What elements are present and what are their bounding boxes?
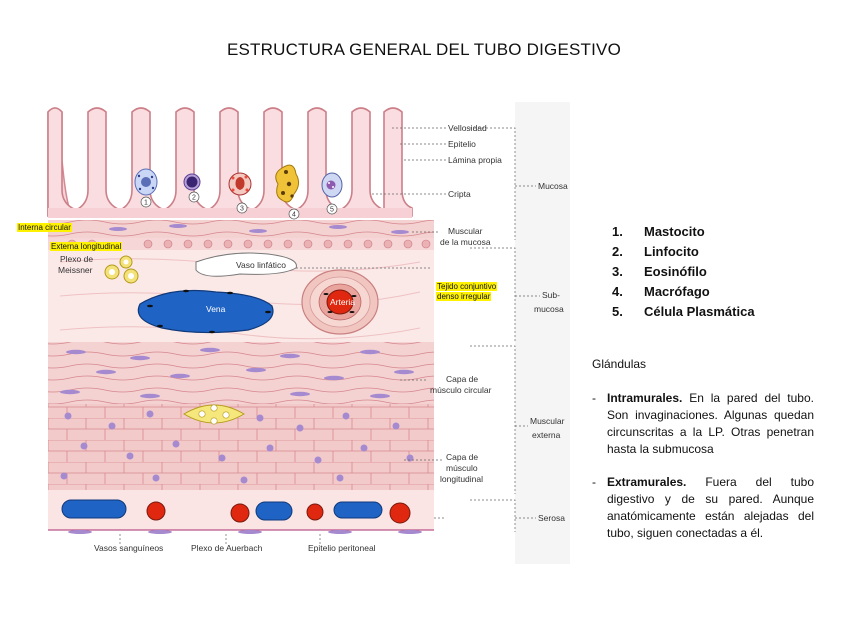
- label-serosa: Serosa: [538, 513, 565, 523]
- glands-heading: Glándulas: [592, 357, 647, 371]
- label-mucosa: Mucosa: [538, 181, 568, 191]
- list-text: Mastocito: [644, 224, 705, 239]
- macrofago-cell: [275, 164, 300, 203]
- label-muscular-mucosa: de la mucosa: [440, 237, 491, 247]
- list-item: 5. Célula Plasmática: [612, 302, 755, 322]
- gland-term: Intramurales.: [607, 391, 683, 405]
- page-title: ESTRUCTURA GENERAL DEL TUBO DIGESTIVO: [226, 40, 622, 59]
- list-number: 5.: [612, 304, 623, 319]
- linfocito-cell: [183, 173, 201, 191]
- diagram-side-band: [515, 102, 570, 564]
- list-text: Eosinófilo: [644, 264, 707, 279]
- eosinofilo-cell: [228, 172, 252, 196]
- mastocito-cell: [134, 168, 158, 196]
- cell-number: 2: [192, 195, 196, 202]
- circular-muscle-layer: [48, 342, 434, 404]
- label-capa-longitudinal: Capa de: [446, 452, 478, 462]
- label-plexo-meissner: Meissner: [58, 265, 93, 275]
- longitudinal-muscle-layer: [48, 404, 434, 490]
- list-text: Macrófago: [644, 284, 710, 299]
- label-submucosa: mucosa: [534, 304, 564, 314]
- label-plexo-auerbach: Plexo de Auerbach: [191, 543, 263, 553]
- label-capa-circular: músculo circular: [430, 385, 492, 395]
- gland-text: Intramurales. En la pared del tubo. Son …: [607, 390, 814, 458]
- label-muscular-externa: externa: [532, 430, 561, 440]
- highlight-externa-longitudinal: Externa longitudinal: [50, 242, 123, 251]
- list-number: 4.: [612, 284, 623, 299]
- plexo-auerbach: [183, 404, 245, 425]
- label-epitelio: Epitelio: [448, 139, 476, 149]
- vena: [137, 289, 274, 334]
- cell-number: 3: [240, 206, 244, 213]
- label-arteria: Arteria: [330, 297, 355, 307]
- label-submucosa: Sub-: [542, 290, 560, 300]
- gland-bullet: -: [592, 391, 596, 405]
- cell-number-markers: 1 2 3 4 5: [140, 191, 338, 220]
- label-muscular-mucosa: Muscular: [448, 226, 483, 236]
- list-item: 1. Mastocito: [612, 222, 755, 242]
- list-item: 2. Linfocito: [612, 242, 755, 262]
- serosa-layer: [48, 490, 434, 534]
- list-text: Célula Plasmática: [644, 304, 755, 319]
- cell-number: 4: [292, 212, 296, 219]
- list-text: Linfocito: [644, 244, 699, 259]
- arteria: [301, 269, 379, 335]
- gland-description: En la pared del tubo. Son invaginaciones…: [607, 391, 814, 456]
- list-number: 2.: [612, 244, 623, 259]
- cell-number: 5: [330, 207, 334, 214]
- gland-item-intramurales: - Intramurales. En la pared del tubo. So…: [592, 390, 814, 458]
- leader-lines: [119, 127, 540, 546]
- cell-number: 1: [144, 200, 148, 207]
- cell-list: 1. Mastocito 2. Linfocito 3. Eosinófilo 4. M…: [612, 222, 755, 322]
- label-vasos-sanguineos: Vasos sanguíneos: [94, 543, 163, 553]
- label-vellosidad: Vellosidad: [448, 123, 487, 133]
- label-vena: Vena: [206, 304, 226, 314]
- plexo-meissner: [104, 255, 139, 284]
- label-plexo-meissner: Plexo de: [60, 254, 93, 264]
- gland-item-extramurales: - Extramurales. Fuera del tubo digestivo…: [592, 474, 814, 542]
- label-vaso-linfatico: Vaso linfático: [236, 260, 286, 270]
- gland-term: Extramurales.: [607, 475, 687, 489]
- label-muscular-externa: Muscular: [530, 416, 565, 426]
- gland-text: Extramurales. Fuera del tubo digestivo y…: [607, 474, 814, 542]
- villi-layer: [47, 107, 413, 218]
- celula-plasmatica-cell: [321, 172, 343, 198]
- list-item: 3. Eosinófilo: [612, 262, 755, 282]
- list-number: 3.: [612, 264, 623, 279]
- gland-bullet: -: [592, 475, 596, 489]
- gland-description: Fuera del tubo digestivo y de su pared. …: [607, 475, 814, 540]
- highlight-tejido-conjuntivo: denso irregular: [436, 292, 492, 301]
- label-lamina-propia: Lámina propia: [448, 155, 502, 165]
- highlight-tejido-conjuntivo: Tejido conjuntivo: [436, 282, 498, 291]
- muscularis-mucosae: [48, 220, 434, 250]
- label-epitelio-peritoneal: Epitelio peritoneal: [308, 543, 376, 553]
- label-capa-longitudinal: longitudinal: [440, 474, 483, 484]
- list-number: 1.: [612, 224, 623, 239]
- highlight-interna-circular: Interna circular: [17, 223, 72, 232]
- label-cripta: Cripta: [448, 189, 471, 199]
- list-item: 4. Macrófago: [612, 282, 755, 302]
- label-capa-longitudinal: músculo: [446, 463, 478, 473]
- label-capa-circular: Capa de: [446, 374, 478, 384]
